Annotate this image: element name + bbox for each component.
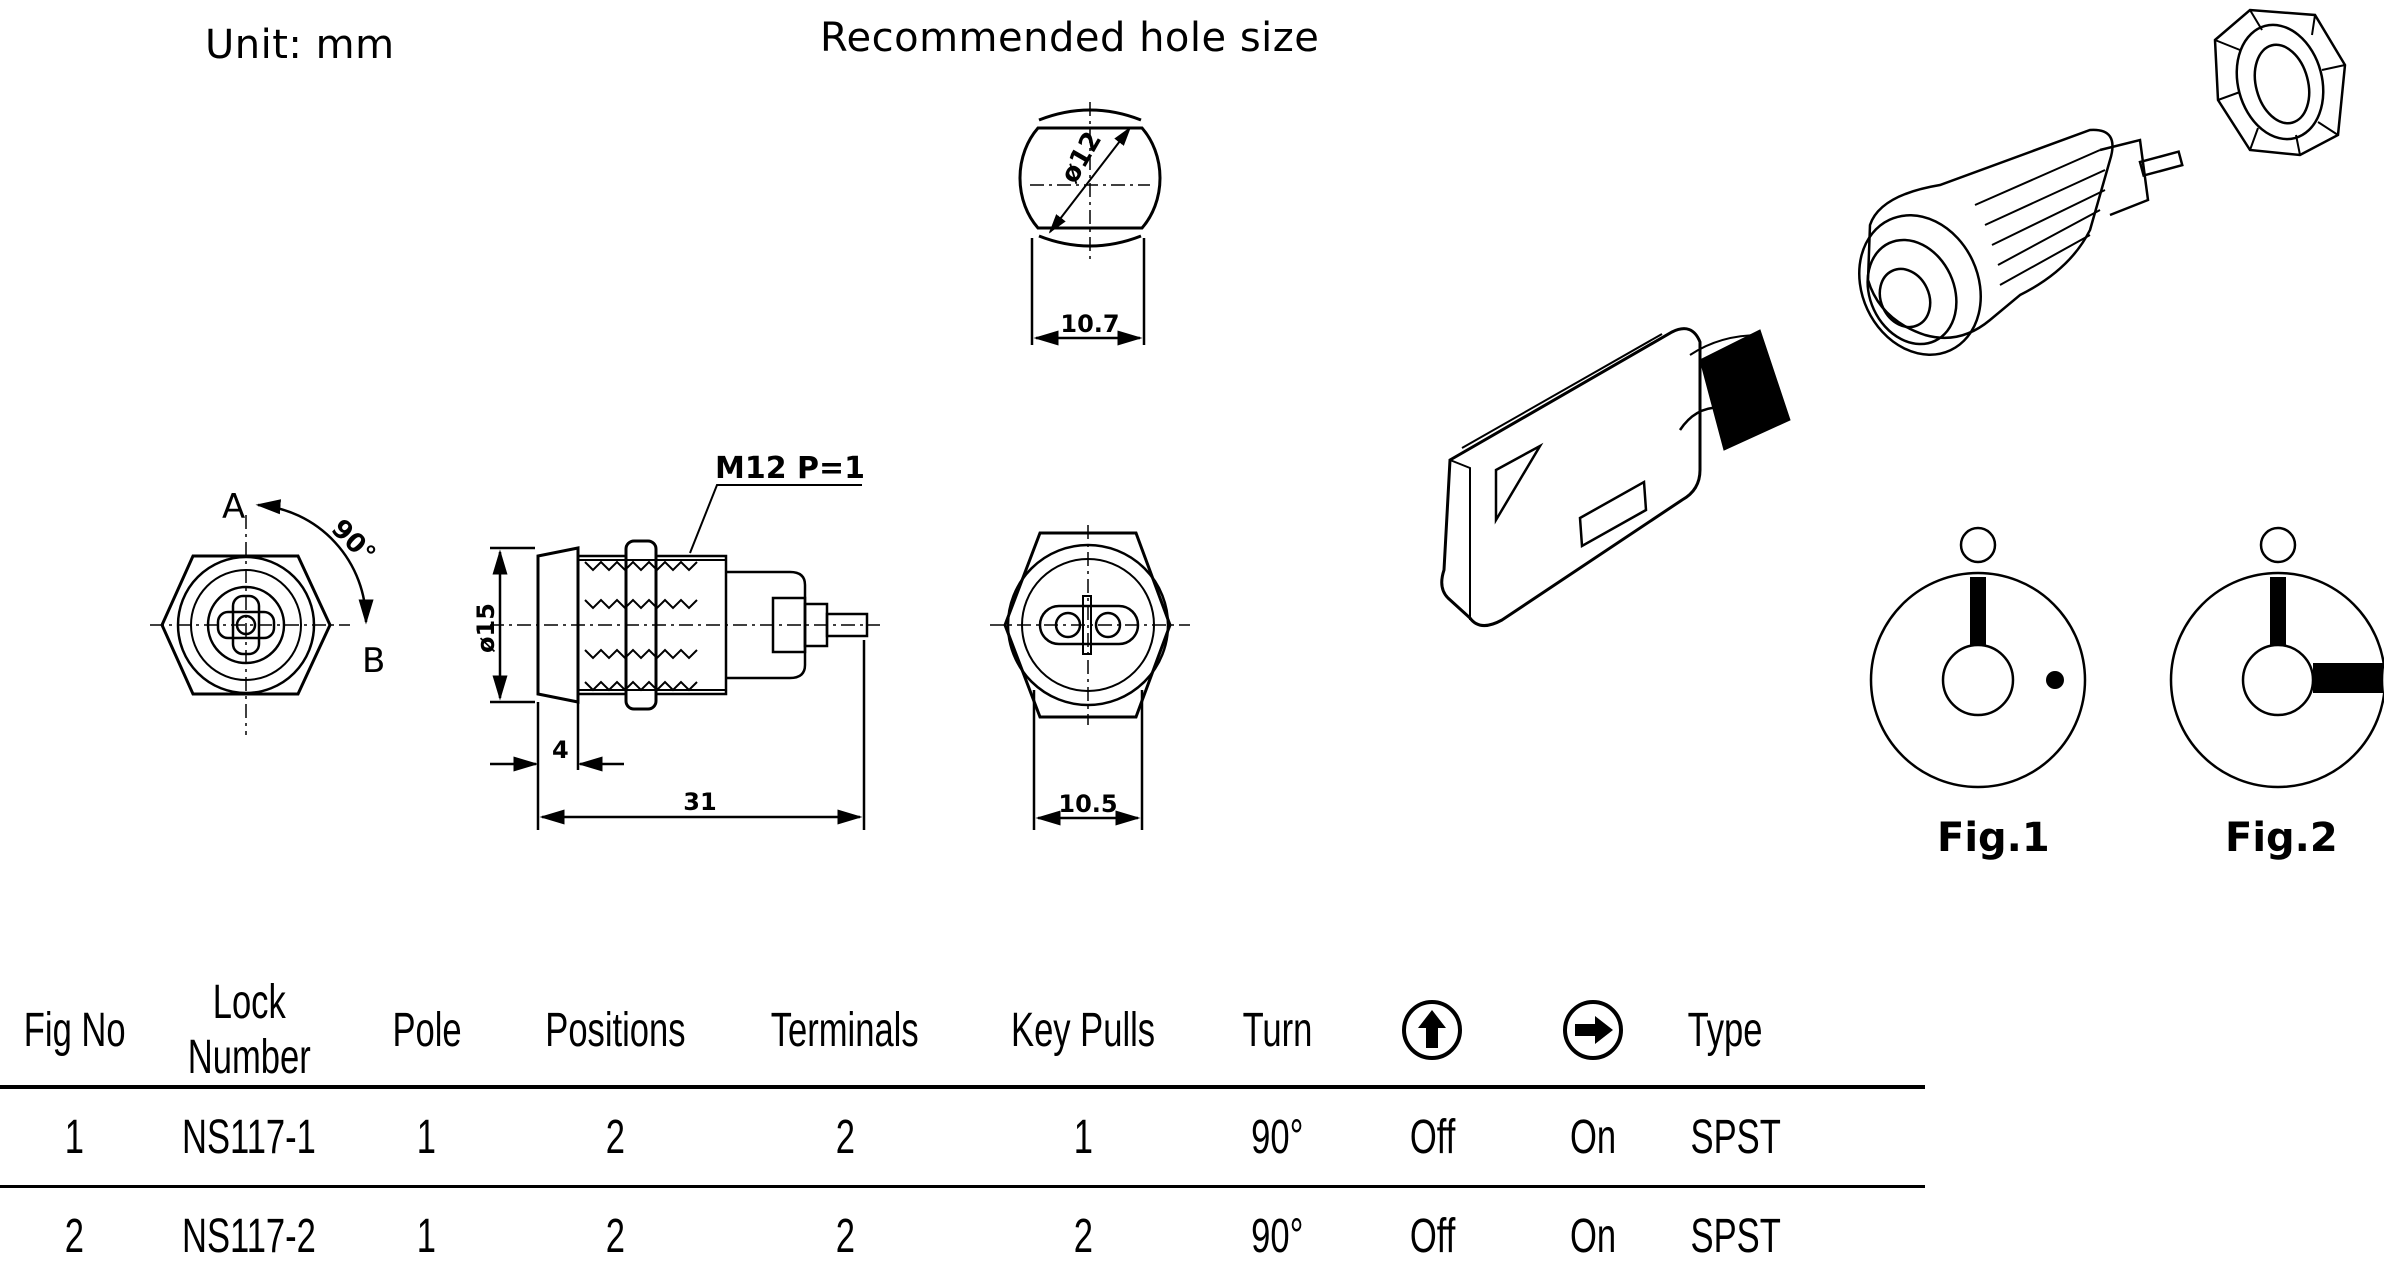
length-dim-label: 31 bbox=[683, 788, 716, 816]
table-row: 1 NS117-1 1 2 2 1 90° Off On SPST bbox=[0, 1087, 1925, 1187]
cell-key-pulls: 2 bbox=[963, 1187, 1204, 1284]
cell-right: On bbox=[1512, 1187, 1672, 1284]
cell-lock-number: NS117-2 bbox=[149, 1187, 350, 1284]
header-pole: Pole bbox=[349, 975, 504, 1087]
cell-type: SPST bbox=[1673, 1087, 1925, 1187]
arrow-right-circle-icon bbox=[1561, 998, 1625, 1062]
cell-pole: 1 bbox=[349, 1087, 504, 1187]
cell-fig-no: 2 bbox=[0, 1187, 149, 1284]
back-width-label: 10.5 bbox=[1058, 790, 1117, 818]
cell-type: SPST bbox=[1673, 1187, 1925, 1284]
back-view bbox=[990, 525, 1190, 830]
key-illustration bbox=[1442, 329, 1790, 626]
header-type: Type bbox=[1673, 975, 1925, 1087]
fig2-caption: Fig.2 bbox=[2225, 815, 2338, 861]
spec-table: Fig No Lock Number Pole Positions Termin… bbox=[0, 975, 1925, 1284]
header-key-pulls: Key Pulls bbox=[963, 975, 1204, 1087]
table-header-row: Fig No Lock Number Pole Positions Termin… bbox=[0, 975, 1925, 1087]
header-up bbox=[1352, 975, 1512, 1087]
arrow-up-circle-icon bbox=[1400, 998, 1464, 1062]
cell-turn: 90° bbox=[1203, 1087, 1352, 1187]
lock-body-illustration bbox=[1837, 130, 2182, 375]
position-a-label: A bbox=[222, 487, 245, 527]
fig1-diagram bbox=[1871, 528, 2085, 787]
cell-up: Off bbox=[1352, 1187, 1512, 1284]
header-fig-no: Fig No bbox=[0, 975, 149, 1087]
header-right bbox=[1512, 975, 1672, 1087]
cell-terminals: 2 bbox=[727, 1187, 962, 1284]
hole-width-label: 10.7 bbox=[1060, 310, 1119, 338]
header-positions: Positions bbox=[504, 975, 727, 1087]
fig2-diagram bbox=[2171, 528, 2384, 787]
cell-key-pulls: 1 bbox=[963, 1087, 1204, 1187]
cell-fig-no: 1 bbox=[0, 1087, 149, 1187]
header-terminals: Terminals bbox=[727, 975, 962, 1087]
thread-label: M12 P=1 bbox=[715, 451, 865, 486]
hole-diameter-label: ø12 bbox=[1055, 127, 1108, 189]
header-turn: Turn bbox=[1203, 975, 1352, 1087]
side-view bbox=[490, 485, 880, 830]
cell-turn: 90° bbox=[1203, 1187, 1352, 1284]
cell-terminals: 2 bbox=[727, 1087, 962, 1187]
table-row: 2 NS117-2 1 2 2 2 90° Off On SPST bbox=[0, 1187, 1925, 1284]
fig1-caption: Fig.1 bbox=[1937, 815, 2050, 861]
cell-positions: 2 bbox=[504, 1187, 727, 1284]
body-diameter-label: ø15 bbox=[472, 603, 500, 653]
flange-dim-label: 4 bbox=[552, 736, 569, 764]
header-lock-number: Lock Number bbox=[149, 975, 350, 1087]
cell-right: On bbox=[1512, 1087, 1672, 1187]
position-b-label: B bbox=[362, 641, 385, 681]
nut-illustration bbox=[2215, 10, 2345, 155]
cell-lock-number: NS117-1 bbox=[149, 1087, 350, 1187]
cell-positions: 2 bbox=[504, 1087, 727, 1187]
cell-up: Off bbox=[1352, 1087, 1512, 1187]
cell-pole: 1 bbox=[349, 1187, 504, 1284]
angle-label: 90° bbox=[325, 514, 381, 570]
